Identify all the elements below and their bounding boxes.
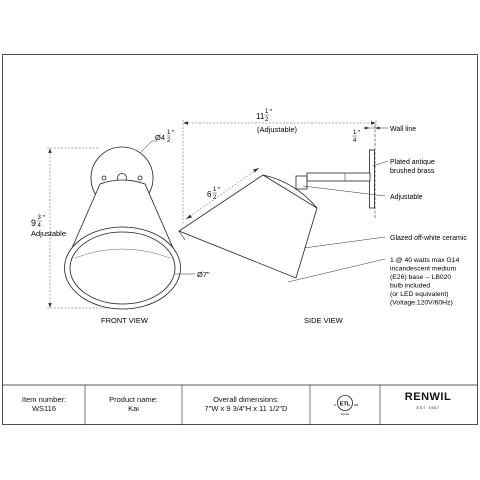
front-canopy-screw-2 bbox=[137, 175, 143, 181]
callout-bulb-2: (E26) base -- LB020 bbox=[390, 274, 451, 281]
side-plate-den: 4 bbox=[353, 138, 357, 144]
front-view bbox=[64, 146, 181, 310]
brand-logo: RENWIL bbox=[404, 391, 452, 403]
side-shade-den: 2 bbox=[213, 195, 217, 201]
front-height-arrow-top bbox=[48, 148, 52, 153]
leader-shade-material bbox=[303, 236, 386, 249]
front-shade-shadow bbox=[74, 248, 171, 259]
side-depth-suffix: " bbox=[270, 109, 273, 116]
side-plate-num: 1 bbox=[353, 130, 357, 136]
product-name-label: Product name: bbox=[109, 395, 158, 404]
front-canopy-prefix: Ø4 bbox=[155, 133, 165, 142]
callout-wall-line: Wall line bbox=[390, 126, 416, 133]
leader-bulb bbox=[287, 258, 386, 283]
title-block-dimensions: Overall dimensions: 7"W x 9 3/4"H x 11 1… bbox=[182, 385, 310, 435]
front-height-arrow-bottom bbox=[48, 303, 52, 308]
callout-bulb-3: bulb included bbox=[390, 283, 430, 290]
side-arm bbox=[306, 172, 371, 182]
front-view-label: FRONT VIEW bbox=[101, 316, 149, 325]
callout-finish-line1: Plated antique bbox=[390, 159, 435, 166]
cert-mark-text: ETL bbox=[340, 402, 351, 408]
product-name-value: Kai bbox=[128, 404, 139, 413]
front-canopy-leader bbox=[139, 140, 153, 154]
title-block-product: Product name: Kai bbox=[85, 385, 182, 435]
side-depth-arrow-left bbox=[183, 121, 188, 125]
side-shade-top bbox=[262, 174, 318, 209]
front-height-whole: 9 bbox=[31, 218, 36, 228]
callout-bulb-4: (or LED equivalent) bbox=[390, 291, 449, 298]
side-shade-body bbox=[178, 174, 318, 279]
front-canopy-screw bbox=[101, 175, 107, 181]
certification-mark: ETL c us Intertek bbox=[334, 395, 358, 416]
side-depth-whole: 11 bbox=[256, 112, 265, 121]
side-plate-suffix: " bbox=[358, 130, 361, 137]
side-shade-num: 1 bbox=[213, 187, 217, 193]
brand-established: EST. 1967 bbox=[416, 405, 440, 410]
front-height-note: Adjustable bbox=[31, 229, 66, 238]
side-shade-arrow-b bbox=[253, 168, 259, 173]
side-depth-arrow-right bbox=[371, 121, 376, 125]
front-canopy-num: 1 bbox=[167, 130, 171, 136]
side-view-label: SIDE VIEW bbox=[304, 316, 344, 325]
side-shade-arrow-a bbox=[186, 214, 192, 219]
side-depth-note: (Adjustable) bbox=[257, 125, 298, 134]
side-shade-suffix: " bbox=[218, 187, 221, 194]
callout-bulb-1: incandescent medium bbox=[390, 266, 456, 273]
title-block-item: Item number: WS116 bbox=[3, 385, 85, 435]
item-number-label: Item number: bbox=[21, 395, 67, 404]
item-number-value: WS116 bbox=[31, 404, 57, 413]
cert-mark-left: c bbox=[334, 402, 336, 407]
title-block: Item number: WS116 Product name: Kai Ove… bbox=[0, 385, 480, 425]
callout-adjustable: Adjustable bbox=[390, 194, 423, 201]
callout-bulb-5: (Voltage:120V/60Hz) bbox=[390, 300, 453, 307]
front-height-dimension bbox=[47, 147, 110, 309]
side-depth-den: 2 bbox=[265, 117, 269, 123]
front-height-suffix: " bbox=[43, 215, 46, 222]
front-height-num: 3 bbox=[38, 215, 42, 221]
front-shade-diameter: Ø7" bbox=[197, 270, 210, 279]
front-height-den: 4 bbox=[38, 223, 42, 229]
callout-shade-material: Glazed off-white ceramic bbox=[390, 235, 467, 242]
front-canopy-den: 2 bbox=[167, 138, 171, 144]
side-knuckle bbox=[295, 175, 308, 190]
cert-mark-right: us bbox=[354, 402, 358, 407]
side-depth-num: 1 bbox=[265, 109, 269, 115]
leader-adjustable bbox=[302, 185, 386, 197]
side-shade-whole: 6 bbox=[207, 190, 212, 199]
cert-mark-note: Intertek bbox=[341, 413, 350, 416]
overall-dimensions-label: Overall dimensions: bbox=[213, 395, 279, 404]
side-shade-rim bbox=[178, 230, 186, 241]
side-plate-arrow bbox=[365, 126, 370, 130]
callout-finish-line2: brushed brass bbox=[390, 168, 435, 175]
callout-bulb-0: 1 @ 40 watts max G14 bbox=[390, 257, 459, 264]
side-shade-dimension bbox=[185, 167, 260, 220]
front-shade-rim-inner bbox=[69, 231, 176, 305]
front-canopy-suffix: " bbox=[172, 130, 175, 137]
overall-dimensions-value: 7"W x 9 3/4"H x 11 1/2"D bbox=[204, 404, 288, 413]
leader-finish bbox=[372, 160, 389, 167]
sheet-border bbox=[2, 54, 478, 425]
side-depth-dimension bbox=[182, 120, 377, 225]
